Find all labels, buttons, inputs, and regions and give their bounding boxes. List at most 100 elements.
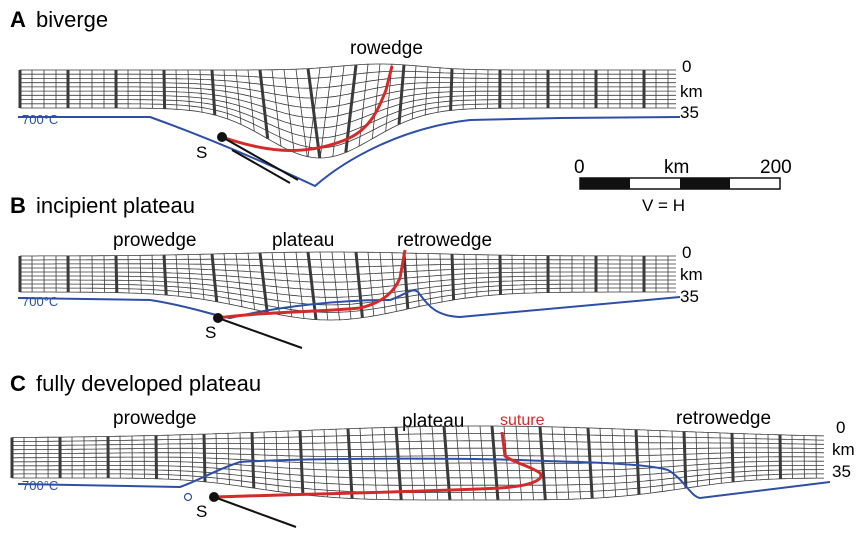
mesh-column-line	[104, 256, 105, 293]
mesh-layer-line	[20, 259, 676, 260]
mesh-marker-column	[212, 254, 217, 302]
mesh-layer-line	[12, 433, 824, 441]
mesh-layer-line	[20, 264, 676, 267]
scale-bar: 0 km 200 V = H	[574, 157, 792, 215]
mesh-column-line	[224, 70, 228, 119]
mesh-column-line	[176, 255, 179, 296]
mesh-column-line	[152, 255, 154, 294]
mesh-marker-column	[684, 432, 686, 489]
panel-b-depth-bottom: 35	[680, 287, 699, 306]
mesh-marker-column	[300, 431, 303, 495]
mesh-marker-column	[404, 253, 408, 309]
mesh-column-line	[440, 254, 442, 302]
mesh-layer-line	[20, 87, 676, 108]
mesh-marker-column	[164, 255, 166, 295]
mesh-column-line	[296, 69, 307, 156]
mesh-column-line	[180, 435, 181, 480]
mesh-layer-line	[12, 441, 824, 446]
mesh-column-line	[236, 254, 242, 307]
panel-a: A biverge rowedge 700°C S 0 km 35	[10, 7, 703, 186]
mesh-marker-column	[636, 430, 639, 495]
mesh-marker-column	[732, 433, 733, 482]
panel-c-depth-unit: km	[832, 440, 855, 459]
mesh-marker-column	[116, 256, 117, 293]
mesh-column-line	[128, 256, 129, 294]
mesh-column-line	[188, 70, 189, 110]
panel-b-prowedge-label: prowedge	[113, 230, 196, 251]
panel-c-plateau-label: plateau	[402, 411, 464, 432]
panel-a-subduction-point	[217, 132, 227, 142]
panel-b-depth-unit: km	[680, 265, 703, 284]
panel-c-depth-bottom: 35	[832, 462, 851, 481]
mesh-column-line	[192, 435, 193, 481]
panel-b-plateau-label: plateau	[272, 230, 334, 251]
mesh-column-line	[463, 69, 464, 109]
panel-a-title: biverge	[36, 7, 108, 32]
mesh-column-line	[768, 435, 769, 480]
mesh-column-line	[272, 253, 280, 315]
scale-bar-min: 0	[574, 157, 585, 178]
panel-c-prowedge-label: prowedge	[113, 408, 196, 429]
panel-b-isotherm-label: 700°C	[22, 294, 58, 309]
mesh-marker-column	[780, 435, 781, 479]
mesh-layer-line	[12, 452, 824, 456]
panel-b-letter: B	[10, 193, 26, 218]
mesh-column-line	[236, 70, 241, 125]
mesh-column-line	[476, 255, 477, 297]
mesh-marker-column	[308, 252, 316, 319]
panel-a-letter: A	[10, 7, 26, 32]
mesh-column-line	[296, 252, 304, 318]
panel-c-subduction-label: S	[196, 502, 207, 521]
mesh-marker-column	[156, 436, 157, 479]
mesh-marker-column	[500, 255, 501, 294]
panel-c-deformation-mesh	[12, 426, 824, 500]
panel-a-depth-bottom: 35	[680, 103, 699, 122]
mesh-column-line	[756, 434, 757, 480]
mesh-column-line	[464, 254, 465, 298]
mesh-column-line	[428, 254, 431, 305]
panel-c-marker-circle	[185, 494, 192, 501]
scale-bar-segment-3	[680, 178, 730, 189]
panel-b-retrowedge-label: retrowedge	[397, 230, 492, 251]
scale-bar-note: V = H	[642, 196, 685, 215]
mesh-column-line	[416, 253, 419, 306]
panel-c: C fully developed plateau prowedge plate…	[10, 371, 855, 527]
mesh-column-line	[176, 70, 177, 109]
mesh-column-line	[488, 255, 489, 296]
mesh-layer-line	[12, 478, 824, 500]
panel-b: B incipient plateau prowedge plateau ret…	[10, 193, 703, 348]
mesh-column-line	[475, 70, 476, 109]
panel-a-deformation-mesh	[20, 64, 676, 158]
panel-c-isotherm-label: 700°C	[22, 478, 58, 493]
mesh-column-line	[248, 253, 255, 309]
panel-a-depth-unit: km	[680, 82, 703, 101]
mesh-column-line	[425, 67, 428, 115]
mesh-marker-column	[212, 70, 215, 115]
mesh-marker-column	[164, 70, 165, 109]
panel-c-slab	[214, 497, 296, 527]
panel-a-isotherm-label: 700°C	[22, 112, 58, 127]
mesh-column-line	[412, 66, 416, 119]
panel-a-subduction-label: S	[196, 143, 207, 162]
mesh-layer-line	[20, 71, 676, 78]
scale-bar-unit: km	[664, 157, 689, 178]
panel-c-retrowedge-label: retrowedge	[676, 408, 771, 429]
mesh-layer-line	[12, 448, 824, 450]
panel-b-subduction-point	[213, 313, 223, 323]
mesh-column-line	[380, 253, 385, 314]
mesh-marker-column	[451, 69, 452, 111]
panel-c-subduction-point	[209, 492, 219, 502]
panel-c-letter: C	[10, 371, 26, 396]
panel-c-depth-top: 0	[836, 418, 845, 437]
panel-b-subduction-label: S	[205, 323, 216, 342]
panel-b-depth-top: 0	[682, 243, 691, 262]
mesh-column-line	[359, 64, 368, 146]
panel-a-retrowedge-label: rowedge	[350, 38, 423, 59]
mesh-column-line	[744, 434, 745, 481]
mesh-layer-line	[20, 268, 676, 275]
mesh-marker-column	[204, 434, 205, 482]
mesh-column-line	[438, 68, 440, 112]
mesh-layer-line	[12, 470, 824, 486]
